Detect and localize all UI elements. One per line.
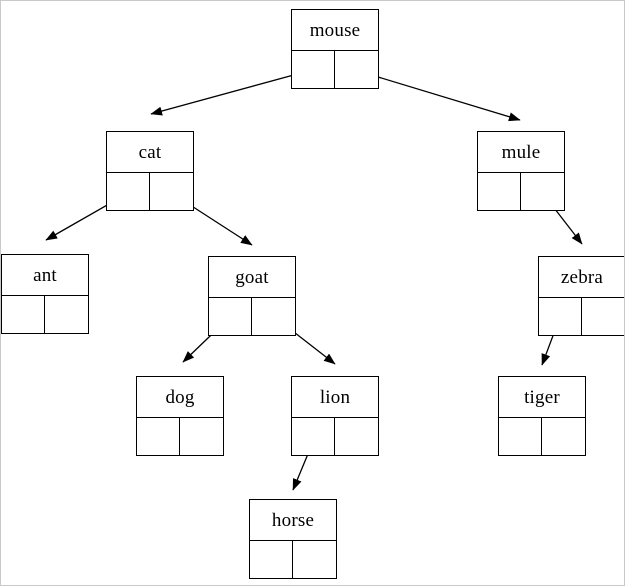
node-pointers-tiger (499, 418, 585, 455)
node-label-dog: dog (137, 377, 223, 418)
right-pointer-cell-dog[interactable] (180, 418, 223, 455)
node-goat[interactable]: goat (208, 256, 296, 336)
node-label-mule: mule (478, 132, 564, 173)
node-zebra[interactable]: zebra (538, 256, 624, 336)
left-pointer-cell-horse[interactable] (250, 541, 293, 578)
node-lion[interactable]: lion (291, 376, 379, 456)
right-pointer-cell-zebra[interactable] (582, 298, 624, 335)
node-pointers-cat (107, 173, 193, 210)
node-label-mouse: mouse (292, 10, 378, 51)
node-pointers-zebra (539, 298, 624, 335)
edge-mouse-left-to-cat (150, 69, 313, 116)
right-pointer-cell-ant[interactable] (45, 296, 88, 333)
node-pointers-goat (209, 298, 295, 335)
left-pointer-cell-tiger[interactable] (499, 418, 542, 455)
right-pointer-cell-goat[interactable] (252, 298, 295, 335)
right-pointer-cell-cat[interactable] (150, 173, 193, 210)
node-cat[interactable]: cat (106, 131, 194, 211)
left-pointer-cell-cat[interactable] (107, 173, 150, 210)
left-pointer-cell-lion[interactable] (292, 418, 335, 455)
node-pointers-ant (2, 296, 88, 333)
node-label-ant: ant (2, 255, 88, 296)
node-label-tiger: tiger (499, 377, 585, 418)
node-pointers-dog (137, 418, 223, 455)
left-pointer-cell-mouse[interactable] (292, 51, 335, 88)
right-pointer-cell-mouse[interactable] (335, 51, 378, 88)
left-pointer-cell-mule[interactable] (478, 173, 521, 210)
node-tiger[interactable]: tiger (498, 376, 586, 456)
left-pointer-cell-dog[interactable] (137, 418, 180, 455)
right-pointer-cell-mule[interactable] (521, 173, 564, 210)
node-mule[interactable]: mule (477, 131, 565, 211)
node-label-horse: horse (250, 500, 336, 541)
node-pointers-mule (478, 173, 564, 210)
edge-mouse-right-to-mule (354, 69, 521, 122)
node-pointers-mouse (292, 51, 378, 88)
left-pointer-cell-zebra[interactable] (539, 298, 582, 335)
right-pointer-cell-tiger[interactable] (542, 418, 585, 455)
node-label-zebra: zebra (539, 257, 624, 298)
node-label-goat: goat (209, 257, 295, 298)
left-pointer-cell-ant[interactable] (2, 296, 45, 333)
right-pointer-cell-horse[interactable] (293, 541, 336, 578)
node-horse[interactable]: horse (249, 499, 337, 579)
node-mouse[interactable]: mouse (291, 9, 379, 89)
node-ant[interactable]: ant (1, 254, 89, 334)
node-pointers-lion (292, 418, 378, 455)
node-label-lion: lion (292, 377, 378, 418)
node-dog[interactable]: dog (136, 376, 224, 456)
right-pointer-cell-lion[interactable] (335, 418, 378, 455)
left-pointer-cell-goat[interactable] (209, 298, 252, 335)
node-pointers-horse (250, 541, 336, 578)
node-label-cat: cat (107, 132, 193, 173)
